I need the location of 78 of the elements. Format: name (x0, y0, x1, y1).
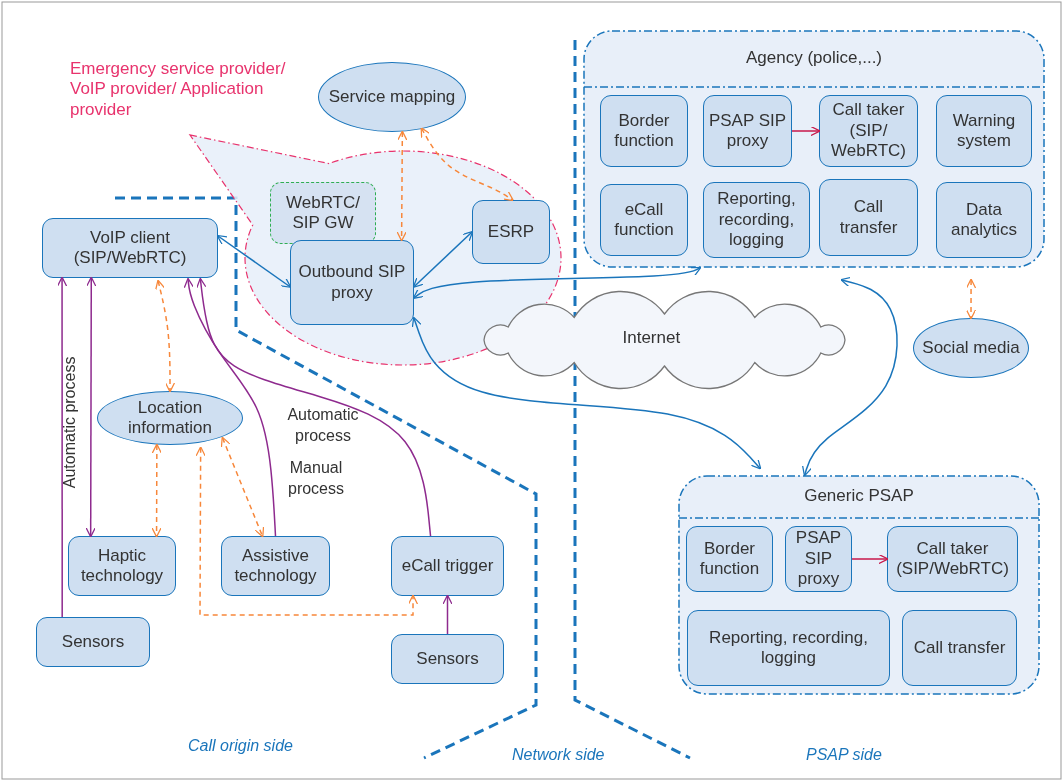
cloud-label: Internet (621, 328, 682, 349)
process-label: Manual process (287, 458, 345, 499)
panel-heading: Generic PSAP (803, 485, 915, 506)
node-label: Call taker (SIP/WebRTC) (895, 538, 1010, 580)
node-label: ESRP (486, 221, 536, 243)
node-label: Border function (613, 110, 675, 152)
region-label: Network side (512, 745, 605, 765)
arrow (151, 443, 162, 538)
process-box (472, 200, 550, 264)
arrow (965, 278, 977, 320)
node-label: Social media (921, 337, 1021, 359)
arrow (791, 125, 821, 137)
group-panel (583, 30, 1045, 268)
node-label: Call transfer (838, 197, 899, 238)
arrow (216, 234, 292, 288)
process-box (221, 536, 330, 596)
node-label: eCall function (613, 199, 675, 241)
node-label: VoIP client (SIP/WebRTC) (72, 227, 188, 269)
process-box (36, 617, 150, 667)
arrow (220, 436, 265, 538)
node-label: Data analytics (949, 199, 1019, 241)
group-heading: Emergency service provider/ VoIP provider/ Application provider (70, 59, 287, 121)
process-box (68, 536, 176, 596)
region-label: Call origin side (188, 736, 293, 756)
arrow (420, 127, 514, 202)
node-label: eCall trigger (400, 555, 495, 577)
group-panel (678, 475, 1040, 695)
arrow (155, 279, 176, 393)
node-label: Call taker (SIP/ WebRTC) (830, 100, 907, 162)
process-box (600, 95, 688, 167)
arrow (85, 276, 97, 538)
arrow (851, 553, 889, 565)
arrow (412, 230, 474, 288)
process-label: Automatic process (60, 356, 80, 489)
process-box (785, 526, 852, 592)
node-label: Service mapping (327, 86, 457, 108)
node-label: PSAP SIP proxy (794, 528, 843, 590)
node-label: Haptic technology (79, 545, 165, 587)
process-box (686, 526, 773, 592)
arrow (411, 316, 762, 470)
node-label: Reporting, recording, logging (708, 627, 869, 669)
node-label: WebRTC/ SIP GW (285, 192, 361, 234)
arrow (802, 276, 898, 477)
process-box (703, 182, 810, 258)
process-box (819, 95, 918, 167)
node-label: Reporting, recording, logging (716, 189, 797, 251)
node-label: Border function (698, 538, 761, 580)
node-label: Assistive technology (233, 545, 318, 587)
process-box (887, 526, 1018, 592)
process-box (936, 95, 1032, 167)
node-label: Sensors (60, 631, 126, 653)
arrow (183, 277, 277, 537)
arrow (195, 446, 419, 616)
process-box (687, 610, 890, 686)
gateway-box (270, 182, 376, 244)
process-box (391, 634, 504, 684)
process-box (819, 179, 918, 256)
arrow (196, 277, 432, 537)
node-label: Sensors (415, 648, 480, 670)
arrow (442, 594, 453, 635)
arrow (412, 266, 702, 299)
panel-heading: Agency (police,...) (744, 47, 884, 68)
process-box (42, 218, 218, 278)
arrow (396, 130, 408, 242)
node-label: Outbound SIP proxy (297, 262, 407, 303)
process-box (391, 536, 504, 596)
node-label: Call transfer (912, 637, 1007, 659)
region-label: PSAP side (806, 745, 882, 765)
process-label: Automatic process (286, 405, 360, 446)
process-box (290, 240, 414, 325)
node-label: Location information (126, 397, 214, 439)
node-label: Warning system (951, 110, 1017, 152)
process-box (600, 184, 688, 256)
node-label: PSAP SIP proxy (707, 110, 788, 152)
arrow (56, 276, 68, 618)
process-box (902, 610, 1017, 686)
process-box (703, 95, 792, 167)
process-box (936, 182, 1032, 258)
